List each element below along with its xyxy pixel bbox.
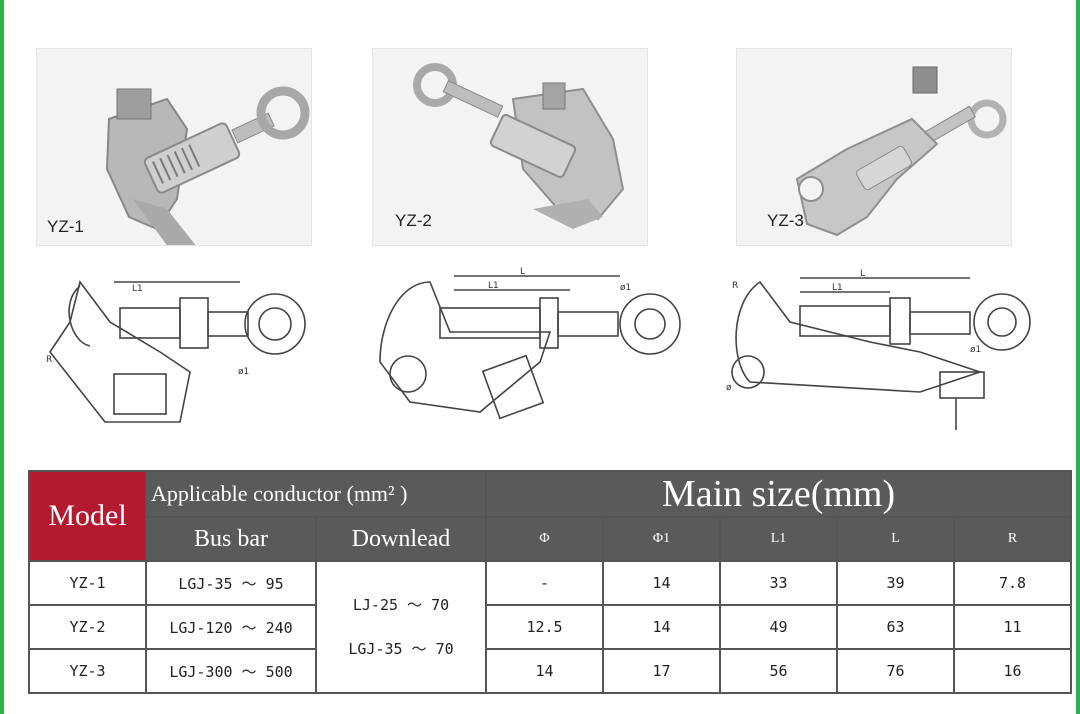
table-row: YZ-2 LGJ-120 ～ 240 12.5 14 49 63 11 (28, 604, 1073, 650)
dimension-label-l1: L1 (132, 284, 143, 294)
column-header-phi1: Φ1 (602, 516, 721, 562)
dimension-label-l: L (520, 267, 525, 277)
technical-drawing-yz3: L L1 R ø1 ø (726, 269, 1031, 430)
column-header-l: L (836, 516, 955, 562)
cell-bus-bar: LGJ-120 ～ 240 (145, 604, 317, 650)
dimension-label-r: R (46, 355, 52, 365)
dimension-label-phi1: ø1 (238, 367, 249, 377)
cell-phi: 12.5 (485, 604, 604, 650)
cell-model: YZ-1 (28, 560, 147, 606)
dimension-label-phi1: ø1 (970, 345, 981, 355)
cell-l: 76 (836, 648, 955, 694)
cell-r: 11 (952, 604, 1073, 650)
main-size-header: Main size(mm) (484, 470, 1073, 518)
model-header: Model (28, 470, 147, 562)
dimension-label-l1: L1 (832, 283, 843, 293)
cell-model: YZ-2 (28, 604, 147, 650)
clamp-photo-illustration (105, 86, 310, 245)
table-row: YZ-3 LGJ-300 ～ 500 14 17 56 76 16 (28, 648, 1073, 694)
cell-bus-bar: LGJ-35 ～ 95 (145, 560, 317, 606)
cell-r: 16 (952, 648, 1073, 694)
cell-l1: 33 (719, 560, 838, 606)
frame-border-right (1076, 0, 1080, 714)
cell-l1: 49 (719, 604, 838, 650)
applicable-conductor-header: Applicable conductor (mm² ) (145, 470, 487, 518)
clamp-photo-illustration (413, 63, 625, 229)
cell-model: YZ-3 (28, 648, 147, 694)
photo-label: YZ-3 (767, 211, 804, 230)
clamp-photo-illustration (795, 66, 1007, 237)
dimension-label-l1: L1 (488, 281, 499, 291)
dimension-label-r: R (732, 281, 738, 291)
column-header-l1: L1 (719, 516, 838, 562)
table-row: YZ-1 LGJ-35 ～ 95 LJ-25 ～ 70 LGJ-35 ～ 70 … (28, 560, 1073, 694)
product-photo-yz2: YZ-2 (372, 48, 648, 246)
cell-bus-bar: LGJ-300 ～ 500 (145, 648, 317, 694)
cell-phi: 14 (485, 648, 604, 694)
cell-l: 63 (836, 604, 955, 650)
photo-label: YZ-1 (47, 217, 84, 236)
technical-drawing-yz2: L L1 ø1 (379, 267, 681, 420)
bus-bar-header: Bus bar (145, 516, 317, 562)
cell-phi: - (485, 560, 604, 606)
column-header-phi: Φ (485, 516, 604, 562)
frame-border-left (0, 0, 4, 714)
downlead-header: Downlead (315, 516, 487, 562)
cell-l1: 56 (719, 648, 838, 694)
dimension-label-phi: ø (726, 383, 732, 393)
photo-label: YZ-2 (395, 211, 432, 230)
cell-phi1: 14 (602, 604, 721, 650)
cell-phi1: 14 (602, 560, 721, 606)
cell-downlead: LJ-25 ～ 70 LGJ-35 ～ 70 (315, 560, 487, 694)
downlead-value: LGJ-35 ～ 70 (348, 640, 454, 658)
cell-phi1: 17 (602, 648, 721, 694)
technical-drawing-yz1: L1 R ø1 (46, 280, 306, 423)
spec-table: Model Applicable conductor (mm² ) Main s… (28, 470, 1073, 694)
dimension-label-l: L (860, 269, 865, 279)
downlead-value: LJ-25 ～ 70 (352, 596, 450, 614)
cell-l: 39 (836, 560, 955, 606)
cell-r: 7.8 (952, 560, 1073, 606)
product-photo-yz1: YZ-1 (36, 48, 312, 246)
dimension-label-phi1: ø1 (620, 283, 631, 293)
column-header-r: R (952, 516, 1073, 562)
product-photo-yz3: YZ-3 (736, 48, 1012, 246)
